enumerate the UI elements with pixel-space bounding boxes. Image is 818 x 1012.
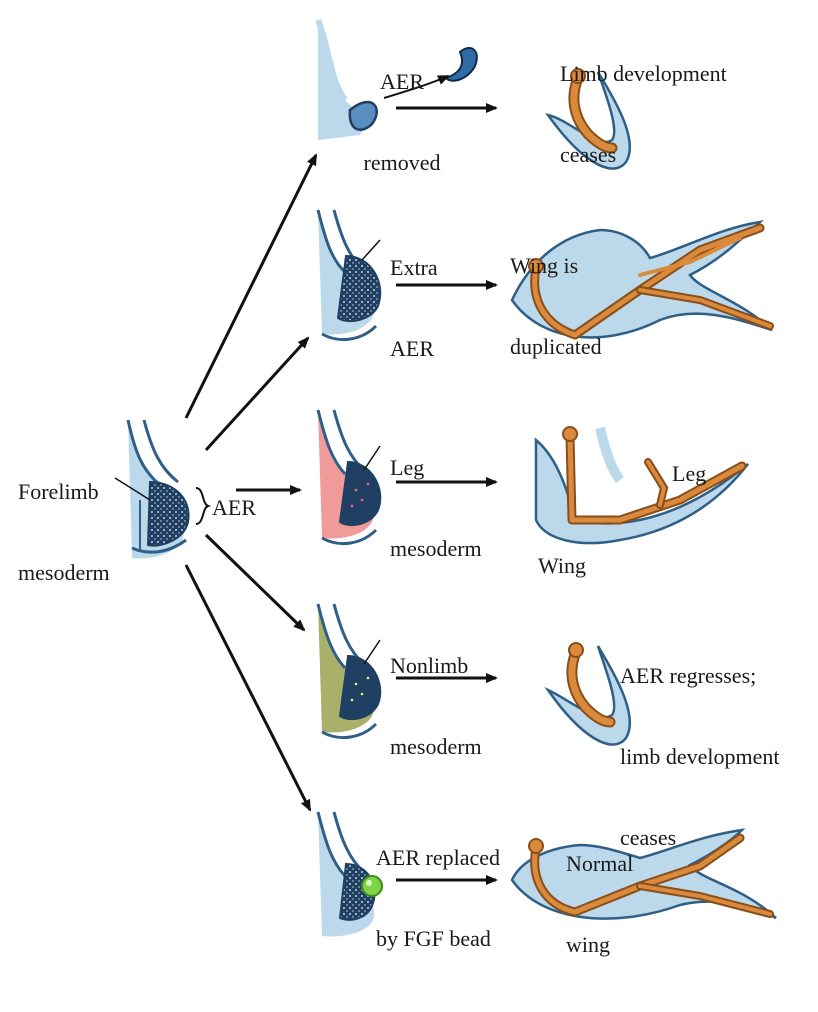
label-line: ceases (620, 824, 779, 851)
label-line: mesoderm (390, 733, 482, 760)
nonlimb-mesoderm-label: Nonlimb mesoderm (390, 598, 482, 814)
label-line: Leg (390, 454, 482, 481)
arrow-to-extra-aer (206, 338, 308, 450)
arrow-to-fgf-bead (186, 565, 310, 810)
aer-regresses-label: AER regresses; limb development ceases (620, 608, 779, 905)
aer-label: AER (212, 494, 256, 521)
label-line: removed (352, 149, 452, 176)
arrow-to-aer-removed (186, 155, 316, 418)
label-line: Nonlimb (390, 652, 482, 679)
label-line: Forelimb (18, 478, 110, 505)
wing-result-label: Wing (538, 552, 586, 579)
label-line: wing (566, 931, 633, 958)
wing-duplicated-label: Wing is duplicated (510, 198, 602, 414)
label-line: AER regresses; (620, 662, 779, 689)
aer-limb-experiment-diagram: Forelimb mesoderm AER AER removed Limb d… (0, 0, 818, 942)
label-line: by FGF bead (376, 925, 500, 952)
forelimb-mesoderm-label: Forelimb mesoderm (18, 424, 110, 640)
label-line: Extra (390, 254, 438, 281)
label-line: ceases (560, 141, 727, 168)
branch-arrows (186, 155, 316, 810)
label-line: AER (352, 68, 452, 95)
source-limb-bud (115, 420, 208, 558)
label-line: AER replaced (376, 844, 500, 871)
label-line: limb development (620, 743, 779, 770)
label-line: Limb development (560, 60, 727, 87)
leg-mesoderm-label: Leg mesoderm (390, 400, 482, 616)
label-line: mesoderm (390, 535, 482, 562)
label-line: Wing is (510, 252, 602, 279)
limb-development-ceases-label: Limb development ceases (560, 6, 727, 222)
label-line: AER (390, 335, 438, 362)
arrow-to-nonlimb-mesoderm (206, 535, 304, 630)
leg-result-label: Leg (672, 460, 706, 487)
label-line: Normal (566, 850, 633, 877)
label-line: duplicated (510, 333, 602, 360)
fgf-bead-label: AER replaced by FGF bead (376, 790, 500, 1006)
normal-wing-label: Normal wing (566, 796, 633, 1012)
extra-aer-label: Extra AER (390, 200, 438, 416)
label-line: mesoderm (18, 559, 110, 586)
aer-removed-label: AER removed (352, 14, 452, 230)
